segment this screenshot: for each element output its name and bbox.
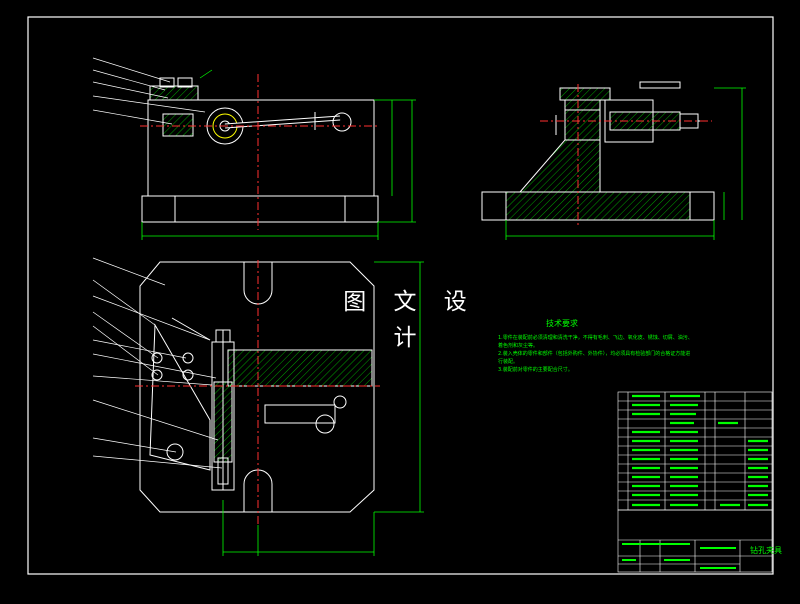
parts-list-entries [632,394,768,507]
drawing-name: 钻孔夹具 [750,546,782,555]
top-view [135,260,380,525]
front-view [140,74,380,230]
side-view [481,81,715,225]
drawing-border [27,16,774,575]
technical-requirements-title: 技术要求 [546,319,578,328]
title-block-entries [622,543,736,569]
top-view-leaders [92,257,223,469]
front-view-leaders [92,57,213,125]
front-view-dimensions [141,99,416,240]
technical-requirement-line: 行装配。 [498,359,519,365]
title-block [617,509,773,573]
parts-list [617,391,773,511]
technical-requirement-line: 1.零件在装配前必须清理和清洗干净，不得有毛刺、飞边、氧化皮、锈蚀、切屑、油污、 [498,335,693,341]
technical-requirement-line: 2.装入壳体的零件和部件（包括外购件、外协件），均必须具有检验部门的合格证方能进 [498,351,691,357]
watermark-text: 图 文 设 计 [343,289,477,351]
technical-requirement-line: 3.装配前对零件的主要配合尺寸。 [498,367,573,373]
top-view-dimensions [222,261,424,556]
side-view-dimensions [505,87,746,240]
technical-requirement-line: 着色剂和灰尘等。 [498,343,539,349]
